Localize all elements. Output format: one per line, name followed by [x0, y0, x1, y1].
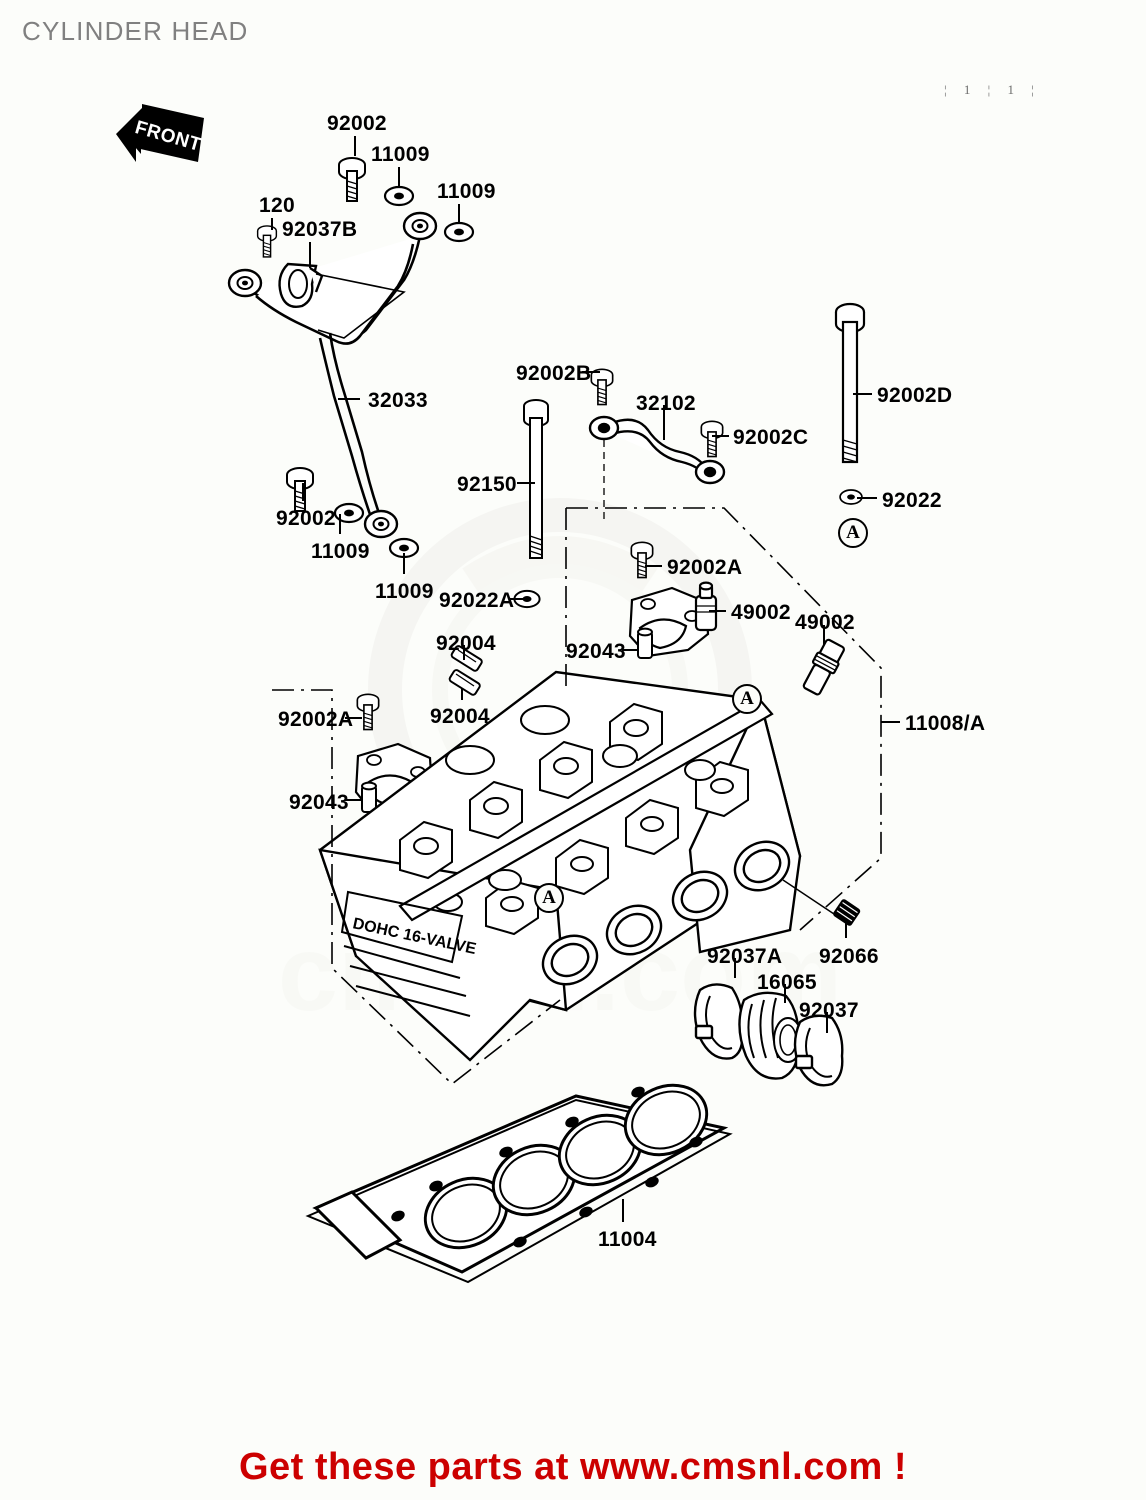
callout-92004-2: 92004 — [430, 705, 490, 728]
callout-92002: 92002 — [327, 112, 387, 135]
leader-lines — [271, 136, 900, 1222]
callout-92037B: 92037B — [282, 218, 358, 241]
callout-92043-2: 92043 — [566, 640, 626, 663]
spark-plug-49002-2 — [802, 638, 845, 696]
callout-11009-2: 11009 — [437, 180, 496, 203]
callout-32102: 32102 — [636, 392, 696, 415]
oil-pipe-32033 — [247, 235, 422, 521]
callout-92022: 92022 — [882, 489, 942, 512]
intake-ports — [541, 840, 791, 986]
dowel-92043-left — [361, 781, 377, 813]
bolt-92002-lower — [286, 467, 314, 512]
front-direction-indicator: FRONT — [112, 100, 208, 178]
callout-11009-1: 11009 — [371, 143, 430, 166]
callout-92004-1: 92004 — [436, 632, 496, 655]
corner-registration-marks: ¦ 1 ¦ 1 ¦ — [944, 82, 1041, 97]
bolt-92002C — [700, 420, 724, 458]
reference-mark-a-1: A — [838, 518, 868, 548]
bolt-92002D — [834, 302, 866, 464]
clamp-92037A — [693, 983, 744, 1060]
callout-49002-1: 49002 — [731, 601, 791, 624]
callout-11004: 11004 — [598, 1228, 657, 1251]
dowel-92043-right — [637, 627, 653, 659]
reference-mark-a-3: A — [534, 883, 564, 913]
banjo-fitting-left — [227, 268, 263, 298]
callout-49002-2: 49002 — [795, 611, 855, 634]
assembly-boundary-left — [272, 689, 561, 1086]
callout-92002D: 92002D — [877, 384, 953, 407]
footer-promo-text: Get these parts at www.cmsnl.com ! — [238, 1446, 908, 1488]
callout-32033: 32033 — [368, 389, 428, 412]
callout-92002A-2: 92002A — [667, 556, 743, 579]
callout-92066: 92066 — [819, 945, 879, 968]
screw-120 — [256, 225, 278, 258]
fitting-49002-1 — [694, 581, 718, 632]
washer-11009-2 — [443, 221, 475, 243]
callout-92002B: 92002B — [516, 362, 592, 385]
banjo-fitting-bottom — [363, 509, 399, 539]
gasket-bores — [423, 1083, 709, 1250]
banjo-fitting-top-right — [402, 211, 438, 241]
callout-92037: 92037 — [799, 999, 859, 1022]
stud-92004-2 — [448, 669, 481, 696]
pipe-32102 — [588, 415, 726, 485]
valve-bores — [433, 705, 716, 912]
callout-120: 120 — [259, 194, 295, 217]
gasket-bolt-holes — [391, 1086, 703, 1248]
clamp-92037 — [793, 1014, 844, 1087]
callout-11009-4: 11009 — [375, 580, 434, 603]
callout-92022A: 92022A — [439, 589, 515, 612]
callout-92037A: 92037A — [707, 945, 783, 968]
stud-92004-1 — [450, 645, 483, 672]
callout-92002C: 92002C — [733, 426, 809, 449]
head-casting-badge — [340, 890, 471, 1017]
gasket-chain-tunnel — [313, 1190, 403, 1260]
plug-92066 — [833, 899, 861, 926]
camshaft — [398, 698, 774, 922]
bolt-92002-top — [338, 157, 366, 202]
callout-92043-1: 92043 — [289, 791, 349, 814]
stud-92150 — [523, 399, 549, 559]
callout-11008/A: 11008/A — [905, 712, 986, 735]
assembly-boundary-11008A — [565, 507, 882, 931]
callout-16065: 16065 — [757, 971, 817, 994]
intake-holder-16065 — [738, 991, 803, 1080]
reference-mark-a-2: A — [732, 684, 762, 714]
callout-92002-2: 92002 — [276, 507, 336, 530]
callout-92150: 92150 — [457, 473, 517, 496]
cam-journal-row — [399, 702, 749, 936]
washer-11009-1 — [383, 185, 415, 207]
bolt-92002B — [590, 368, 614, 406]
page-title: CYLINDER HEAD — [22, 16, 249, 46]
callout-92002A-1: 92002A — [278, 708, 354, 731]
callout-11009-3: 11009 — [311, 540, 370, 563]
